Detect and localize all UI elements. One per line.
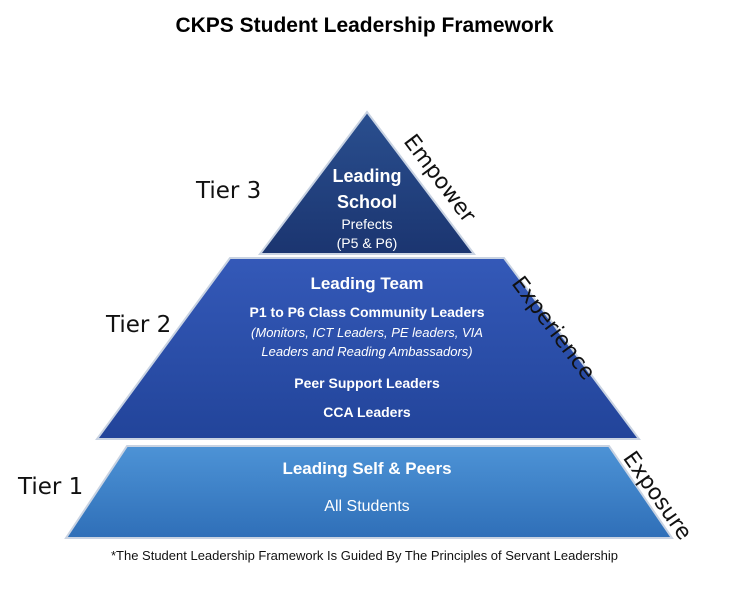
tier1-segment <box>64 445 674 539</box>
tier2-item-peer-support: Peer Support Leaders <box>294 375 440 391</box>
tier2-item-cca-leaders: CCA Leaders <box>323 404 411 420</box>
tier2-item-note-line2: Leaders and Reading Ambassadors) <box>261 344 473 359</box>
tier2-item-note-line1: (Monitors, ICT Leaders, PE leaders, VIA <box>251 325 483 340</box>
tier2-label: Tier 2 <box>106 312 172 338</box>
tier1-heading: Leading Self & Peers <box>282 459 452 478</box>
tier1-label: Tier 1 <box>18 474 84 500</box>
tier2-segment <box>95 257 641 440</box>
page-title: CKPS Student Leadership Framework <box>175 14 554 37</box>
tier3-role: Prefects <box>341 216 393 232</box>
tier1-item-all-students: All Students <box>324 498 410 515</box>
tier3-role-note: (P5 & P6) <box>336 235 398 251</box>
tier2-heading: Leading Team <box>310 274 424 293</box>
tier3-segment <box>257 110 477 255</box>
footnote: *The Student Leadership Framework Is Gui… <box>110 548 619 563</box>
tier3-heading-line2: School <box>336 192 397 212</box>
tier2-item-class-leaders: P1 to P6 Class Community Leaders <box>249 304 485 320</box>
tier3-label: Tier 3 <box>196 178 262 204</box>
tier3-heading-line1: Leading <box>332 166 402 186</box>
